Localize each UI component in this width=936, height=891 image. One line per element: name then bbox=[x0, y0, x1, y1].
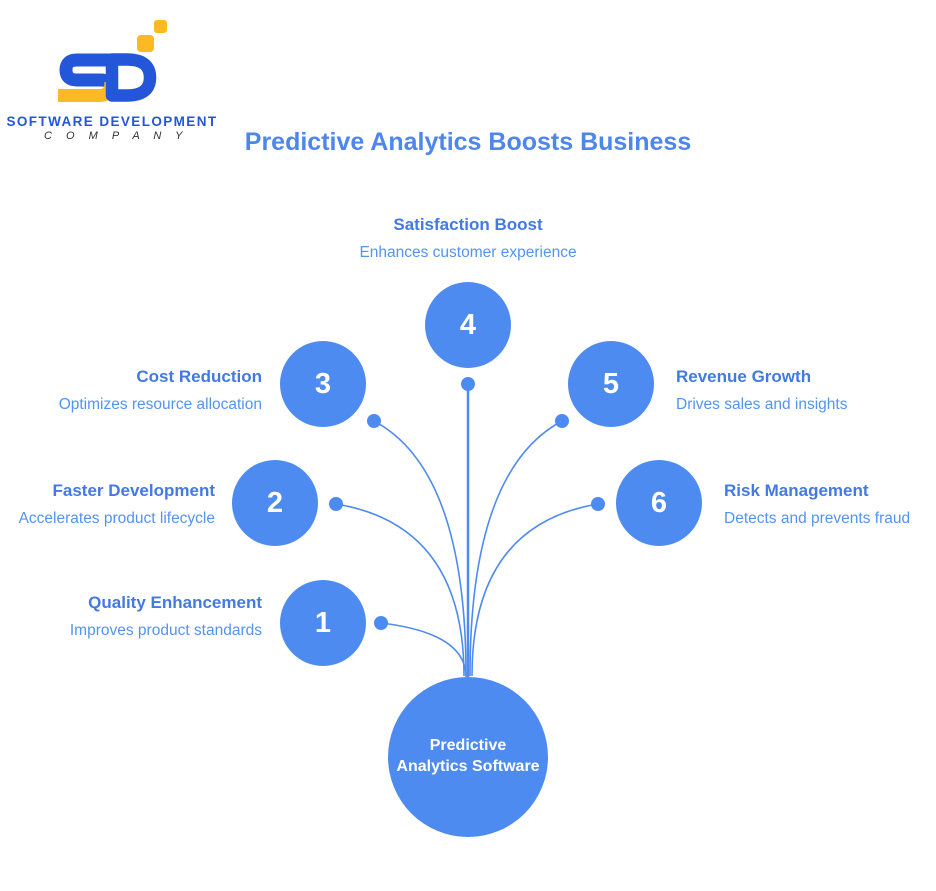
connector-dot-node1 bbox=[374, 616, 388, 630]
node-1-number: 1 bbox=[314, 607, 332, 639]
connector-dot-node3 bbox=[367, 414, 381, 428]
center-circle bbox=[388, 677, 548, 837]
node-3-circle bbox=[280, 341, 366, 427]
connector-dot-node4 bbox=[461, 377, 475, 391]
node-5-title: Revenue Growth bbox=[676, 367, 812, 386]
node-6-circle bbox=[616, 460, 702, 546]
node-6-subtitle: Detects and prevents fraud bbox=[724, 510, 911, 527]
node-5-circle bbox=[568, 341, 654, 427]
node-4-title: Satisfaction Boost bbox=[393, 215, 543, 234]
node-6-number: 6 bbox=[650, 487, 668, 519]
node-3-title: Cost Reduction bbox=[136, 367, 262, 386]
node-4-label: Satisfaction Boost Enhances customer exp… bbox=[268, 214, 668, 264]
node-6-label: Risk Management Detects and prevents fra… bbox=[724, 480, 936, 530]
node-4-subtitle: Enhances customer experience bbox=[359, 244, 577, 261]
node-5-subtitle: Drives sales and insights bbox=[676, 396, 848, 413]
node-1-label: Quality Enhancement Improves product sta… bbox=[0, 592, 262, 642]
connector-dot-node5 bbox=[555, 414, 569, 428]
node-3-label: Cost Reduction Optimizes resource alloca… bbox=[0, 366, 262, 416]
connector-node1 bbox=[380, 622, 467, 678]
node-6-title: Risk Management bbox=[724, 481, 869, 500]
node-4-circle bbox=[425, 282, 511, 368]
node-2-title: Faster Development bbox=[52, 481, 216, 500]
page-title: Predictive Analytics Boosts Business bbox=[244, 128, 692, 156]
node-1-title: Quality Enhancement bbox=[88, 593, 262, 612]
node-2-label: Faster Development Accelerates product l… bbox=[0, 480, 215, 530]
connector-node3 bbox=[373, 420, 467, 677]
connector-dot-node2 bbox=[329, 497, 343, 511]
center-node-label: Predictive Analytics Software bbox=[396, 737, 540, 775]
brand-name: SOFTWARE DEVELOPMENT bbox=[6, 114, 218, 129]
brand-tagline: C O M P A N Y bbox=[43, 130, 189, 142]
node-1-subtitle: Improves product standards bbox=[69, 622, 262, 639]
node-4-number: 4 bbox=[459, 309, 477, 341]
node-5-label: Revenue Growth Drives sales and insights bbox=[676, 366, 936, 416]
node-3-number: 3 bbox=[314, 368, 332, 400]
node-2-number: 2 bbox=[266, 487, 284, 519]
node-5-number: 5 bbox=[602, 368, 620, 400]
company-logo: SOFTWARE DEVELOPMENT C O M P A N Y bbox=[0, 0, 230, 150]
node-2-subtitle: Accelerates product lifecycle bbox=[18, 510, 215, 527]
connector-node5 bbox=[469, 420, 563, 677]
connector-node6 bbox=[471, 503, 599, 677]
node-2-circle bbox=[232, 460, 318, 546]
logo-mark-icon bbox=[58, 20, 167, 102]
node-3-subtitle: Optimizes resource allocation bbox=[58, 396, 262, 413]
connector-node2 bbox=[335, 503, 465, 677]
node-1-circle bbox=[280, 580, 366, 666]
connector-dot-node6 bbox=[591, 497, 605, 511]
